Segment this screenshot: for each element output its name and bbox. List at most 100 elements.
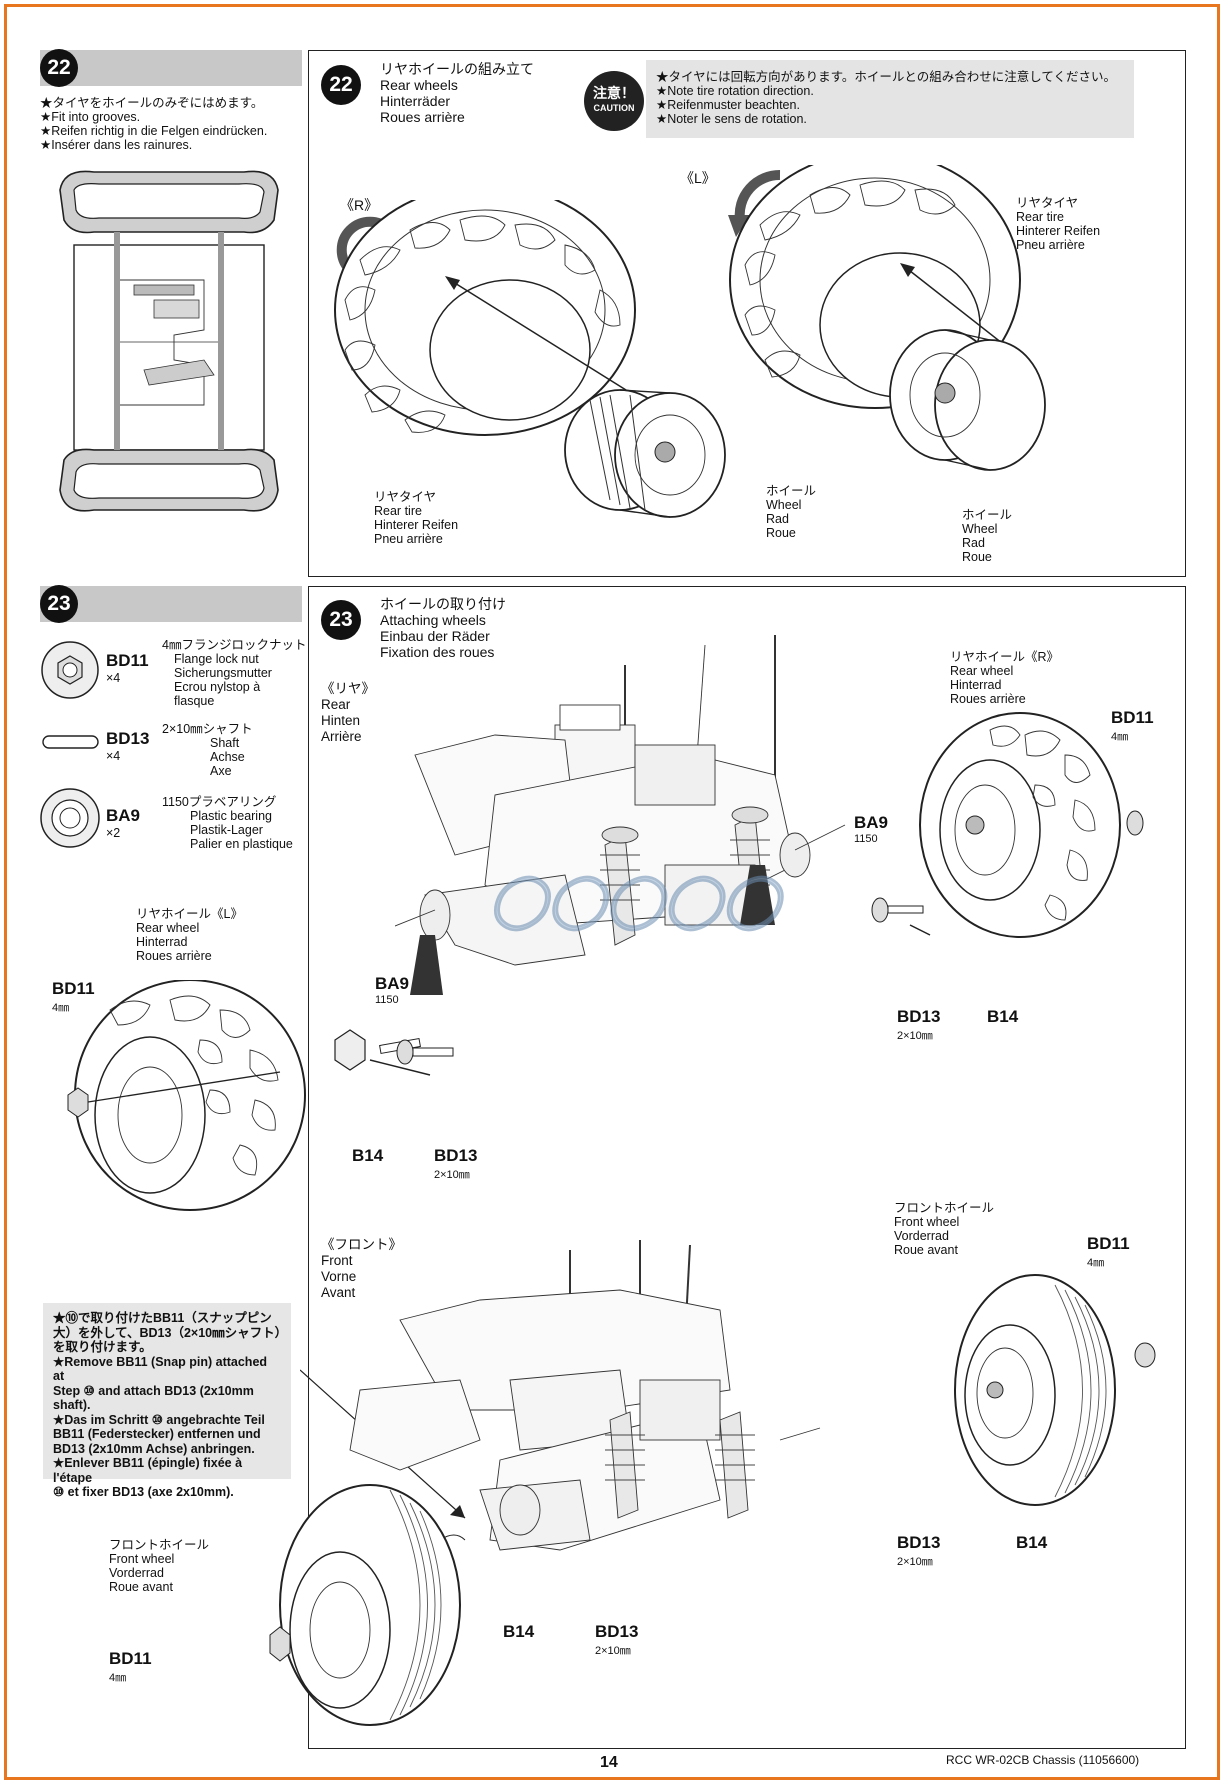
bd13-code: BD13 (897, 1007, 941, 1026)
caution-box (646, 60, 1134, 138)
front-wheel-right-fr: Roue avant (894, 1243, 958, 1257)
rear-tire-r-de: Hinterer Reifen (374, 518, 459, 532)
part-ba9: BA9 ×2 (106, 806, 140, 840)
rear-label-fr: Arrière (321, 729, 362, 744)
rear-tire-l-jp: リヤタイヤ (1016, 196, 1079, 210)
rear-tire-l-label: リヤタイヤ Rear tire Hinterer Reifen Pneu arr… (1016, 196, 1100, 252)
bd11-code: BD11 (1111, 708, 1154, 727)
label-l: 《L》 (680, 170, 716, 186)
ba9-code: BA9 (375, 974, 410, 993)
front-section-label: 《フロント》 Front Vorne Avant (321, 1237, 402, 1301)
bd11-size: 4㎜ (109, 1672, 127, 1684)
rear-section-label: 《リヤ》 Rear Hinten Arrière (321, 681, 375, 745)
note-line-5: Step ⑩ and attach BD13 (2x10mm (53, 1383, 254, 1398)
bd11-front-left-callout: BD11 4㎜ (109, 1649, 152, 1685)
part-bd11-desc-jp: 4㎜フランジロックナット (162, 638, 307, 652)
part-bd11-desc-fr2: flasque (174, 694, 215, 708)
bd13-code: BD13 (897, 1533, 941, 1552)
part-bd13-qty: ×4 (106, 749, 121, 763)
rear-wheel-r-fr: Roues arrière (950, 692, 1026, 706)
page-number: 14 (600, 1754, 618, 1771)
ba9-rear-right-bearing (871, 897, 931, 936)
wheel-l-de: Rad (962, 536, 985, 550)
bd13-rear-left-callout: BD13 2×10㎜ (434, 1146, 477, 1182)
caution-text: ★タイヤには回転方向があります。ホイールとの組み合わせに注意してください。 ★N… (656, 70, 1126, 126)
watermark: ◯◯◯◯◯ (490, 871, 782, 930)
step22-left-notes: ★タイヤをホイールのみぞにはめます。 ★Fit into grooves. ★R… (40, 96, 302, 152)
title-de: Einbau der Räder (380, 628, 490, 644)
bd13-code: BD13 (434, 1146, 478, 1165)
rear-wheel-l-drawing (728, 165, 1046, 471)
part-bd13-desc-en: Shaft (210, 736, 240, 750)
rear-wheel-r-drawing (334, 200, 726, 518)
rear-label-de: Hinten (321, 713, 361, 728)
part-bd13-desc-fr: Axe (210, 764, 232, 778)
front-wheel-right-de: Vorderrad (894, 1229, 949, 1243)
part-ba9-desc-de: Plastik-Lager (190, 823, 263, 837)
step22-box (308, 50, 1186, 577)
front-wheel-left-en: Front wheel (109, 1552, 175, 1566)
part-bd13-desc: 2×10㎜シャフト Shaft Achse Axe (162, 722, 253, 778)
rear-tire-r-en: Rear tire (374, 504, 422, 518)
rear-wheel-l-label: リヤホイール《L》 Rear wheel Hinterrad Roues arr… (136, 907, 243, 963)
note-line-4: ★Remove BB11 (Snap pin) attached at (53, 1354, 268, 1384)
bd11-size: 4㎜ (52, 1002, 70, 1014)
rear-tire-r-jp: リヤタイヤ (374, 490, 437, 504)
title-de: Hinterräder (380, 93, 451, 109)
bd11-size: 4㎜ (1087, 1257, 1105, 1269)
note-line-9: BD13 (2x10mm Achse) anbringen. (53, 1441, 255, 1456)
title-fr: Fixation des roues (380, 644, 495, 660)
part-bd13: BD13 ×4 (106, 729, 149, 763)
front-wheel-left-de: Vorderrad (109, 1566, 164, 1580)
ba9-rear-left-callout: BA9 1150 (375, 974, 409, 1006)
parts-icons (40, 641, 100, 848)
part-ba9-desc-en: Plastic bearing (190, 809, 272, 823)
part-bd11-code: BD11 (106, 651, 149, 670)
rear-tire-l-fr: Pneu arrière (1016, 238, 1085, 252)
part-ba9-desc: 1150プラベアリング Plastic bearing Plastik-Lage… (162, 795, 293, 851)
front-label-de: Vorne (321, 1269, 357, 1284)
bd11-code: BD11 (109, 1649, 152, 1668)
step23-left-header-bar (40, 586, 302, 622)
caution-badge-jp: 注意！ (593, 85, 635, 101)
note-line-8: BB11 (Federstecker) entfernen und (53, 1427, 261, 1441)
part-bd11-desc-fr1: Ecrou nylstop à (174, 680, 261, 694)
note-line-6: shaft). (53, 1398, 91, 1412)
rear-wheel-l-assembly-drawing (67, 980, 306, 1211)
wheel-r-jp: ホイール (766, 484, 817, 498)
snap-pin-note: ★⑩で取り付けたBB11（スナップピン 大）を外して、BD13（2×10㎜シャフ… (43, 1303, 291, 1499)
label-r: 《R》 (340, 197, 379, 213)
note-en: ★Fit into grooves. (40, 110, 141, 124)
note-de: ★Reifen richtig in die Felgen eindrücken… (40, 124, 268, 138)
part-bd11-desc-de: Sicherungsmutter (174, 666, 272, 680)
part-bd13-code: BD13 (106, 729, 150, 748)
rear-tire-r-fr: Pneu arrière (374, 532, 443, 546)
bd13-size: 2×10㎜ (897, 1556, 933, 1568)
step23-left-number: 23 (40, 585, 78, 623)
note-line-10: ★Enlever BB11 (épingle) fixée à l'étape (53, 1456, 243, 1485)
b14-front-left-callout: B14 (503, 1622, 535, 1641)
front-wheel-right-drawing (954, 1274, 1156, 1506)
ba9-rear-left-bearing (396, 1039, 454, 1065)
front-wheel-left-fr: Roue avant (109, 1580, 173, 1594)
rear-wheel-l-jp: リヤホイール《L》 (136, 907, 243, 921)
caution-line-en: ★Note tire rotation direction. (656, 84, 814, 98)
ba9-size: 1150 (854, 833, 878, 845)
bd13-front-left-callout: BD13 2×10㎜ (595, 1622, 638, 1658)
wheel-l-en: Wheel (962, 522, 998, 536)
rear-wheel-r-jp: リヤホイール《R》 (950, 650, 1060, 664)
front-wheel-right-en: Front wheel (894, 1215, 960, 1229)
note-jp: ★タイヤをホイールのみぞにはめます。 (40, 96, 264, 110)
part-bd11-qty: ×4 (106, 671, 121, 685)
wheel-r-de: Rad (766, 512, 789, 526)
front-wheel-left-label: フロントホイール Front wheel Vorderrad Roue avan… (109, 1538, 209, 1594)
part-ba9-desc-fr: Palier en plastique (190, 837, 293, 851)
step22-left-number: 22 (40, 49, 78, 87)
rear-wheel-l-en: Rear wheel (136, 921, 200, 935)
front-wheel-right-label: フロントホイール Front wheel Vorderrad Roue avan… (894, 1201, 994, 1257)
b14-rear-left-callout: B14 (352, 1146, 384, 1165)
rear-wheel-r-assembly-drawing (919, 712, 1144, 938)
part-bd11-desc-en: Flange lock nut (174, 652, 259, 666)
tire-cross-section-drawing (59, 170, 279, 512)
front-wheel-left-drawing (269, 1484, 461, 1726)
